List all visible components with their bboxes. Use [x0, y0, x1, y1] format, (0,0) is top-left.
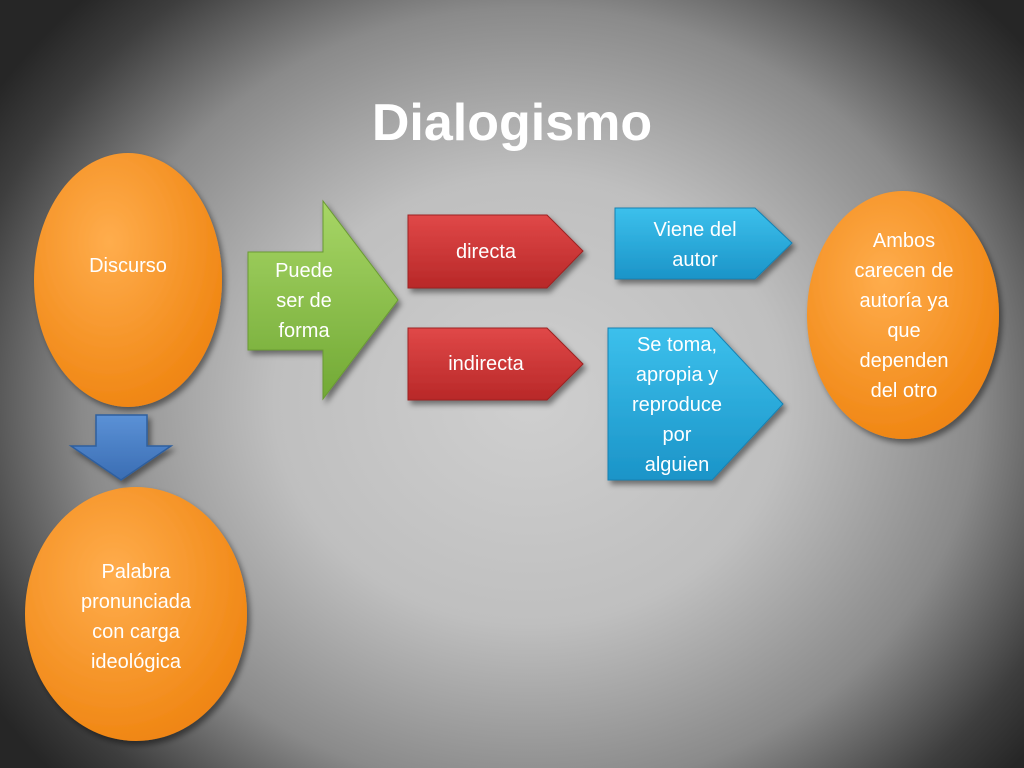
directa-label: directa [455, 241, 517, 263]
indirecta-arrow [407, 327, 584, 401]
palabra-label: Palabra pronunciada con carga ideológica [80, 561, 192, 673]
puede-arrow [247, 199, 399, 401]
puede-label: Puede ser de forma [275, 260, 333, 342]
se-toma-label: Se toma, apropia y reproduce por alguien [631, 334, 723, 476]
slide-title: Dialogismo [371, 93, 653, 152]
viene-arrow [614, 207, 793, 280]
discurso-node [34, 153, 222, 407]
down-arrow-icon [68, 414, 174, 481]
directa-arrow [407, 214, 584, 289]
viene-label: Viene del autor [653, 219, 737, 271]
discurso-label: Discurso [89, 255, 167, 277]
ambos-label: Ambos carecen de autoría ya que dependen… [854, 230, 954, 402]
palabra-node [25, 487, 247, 741]
ambos-node [807, 191, 999, 439]
se-toma-arrow [607, 327, 784, 481]
indirecta-label: indirecta [448, 353, 524, 375]
